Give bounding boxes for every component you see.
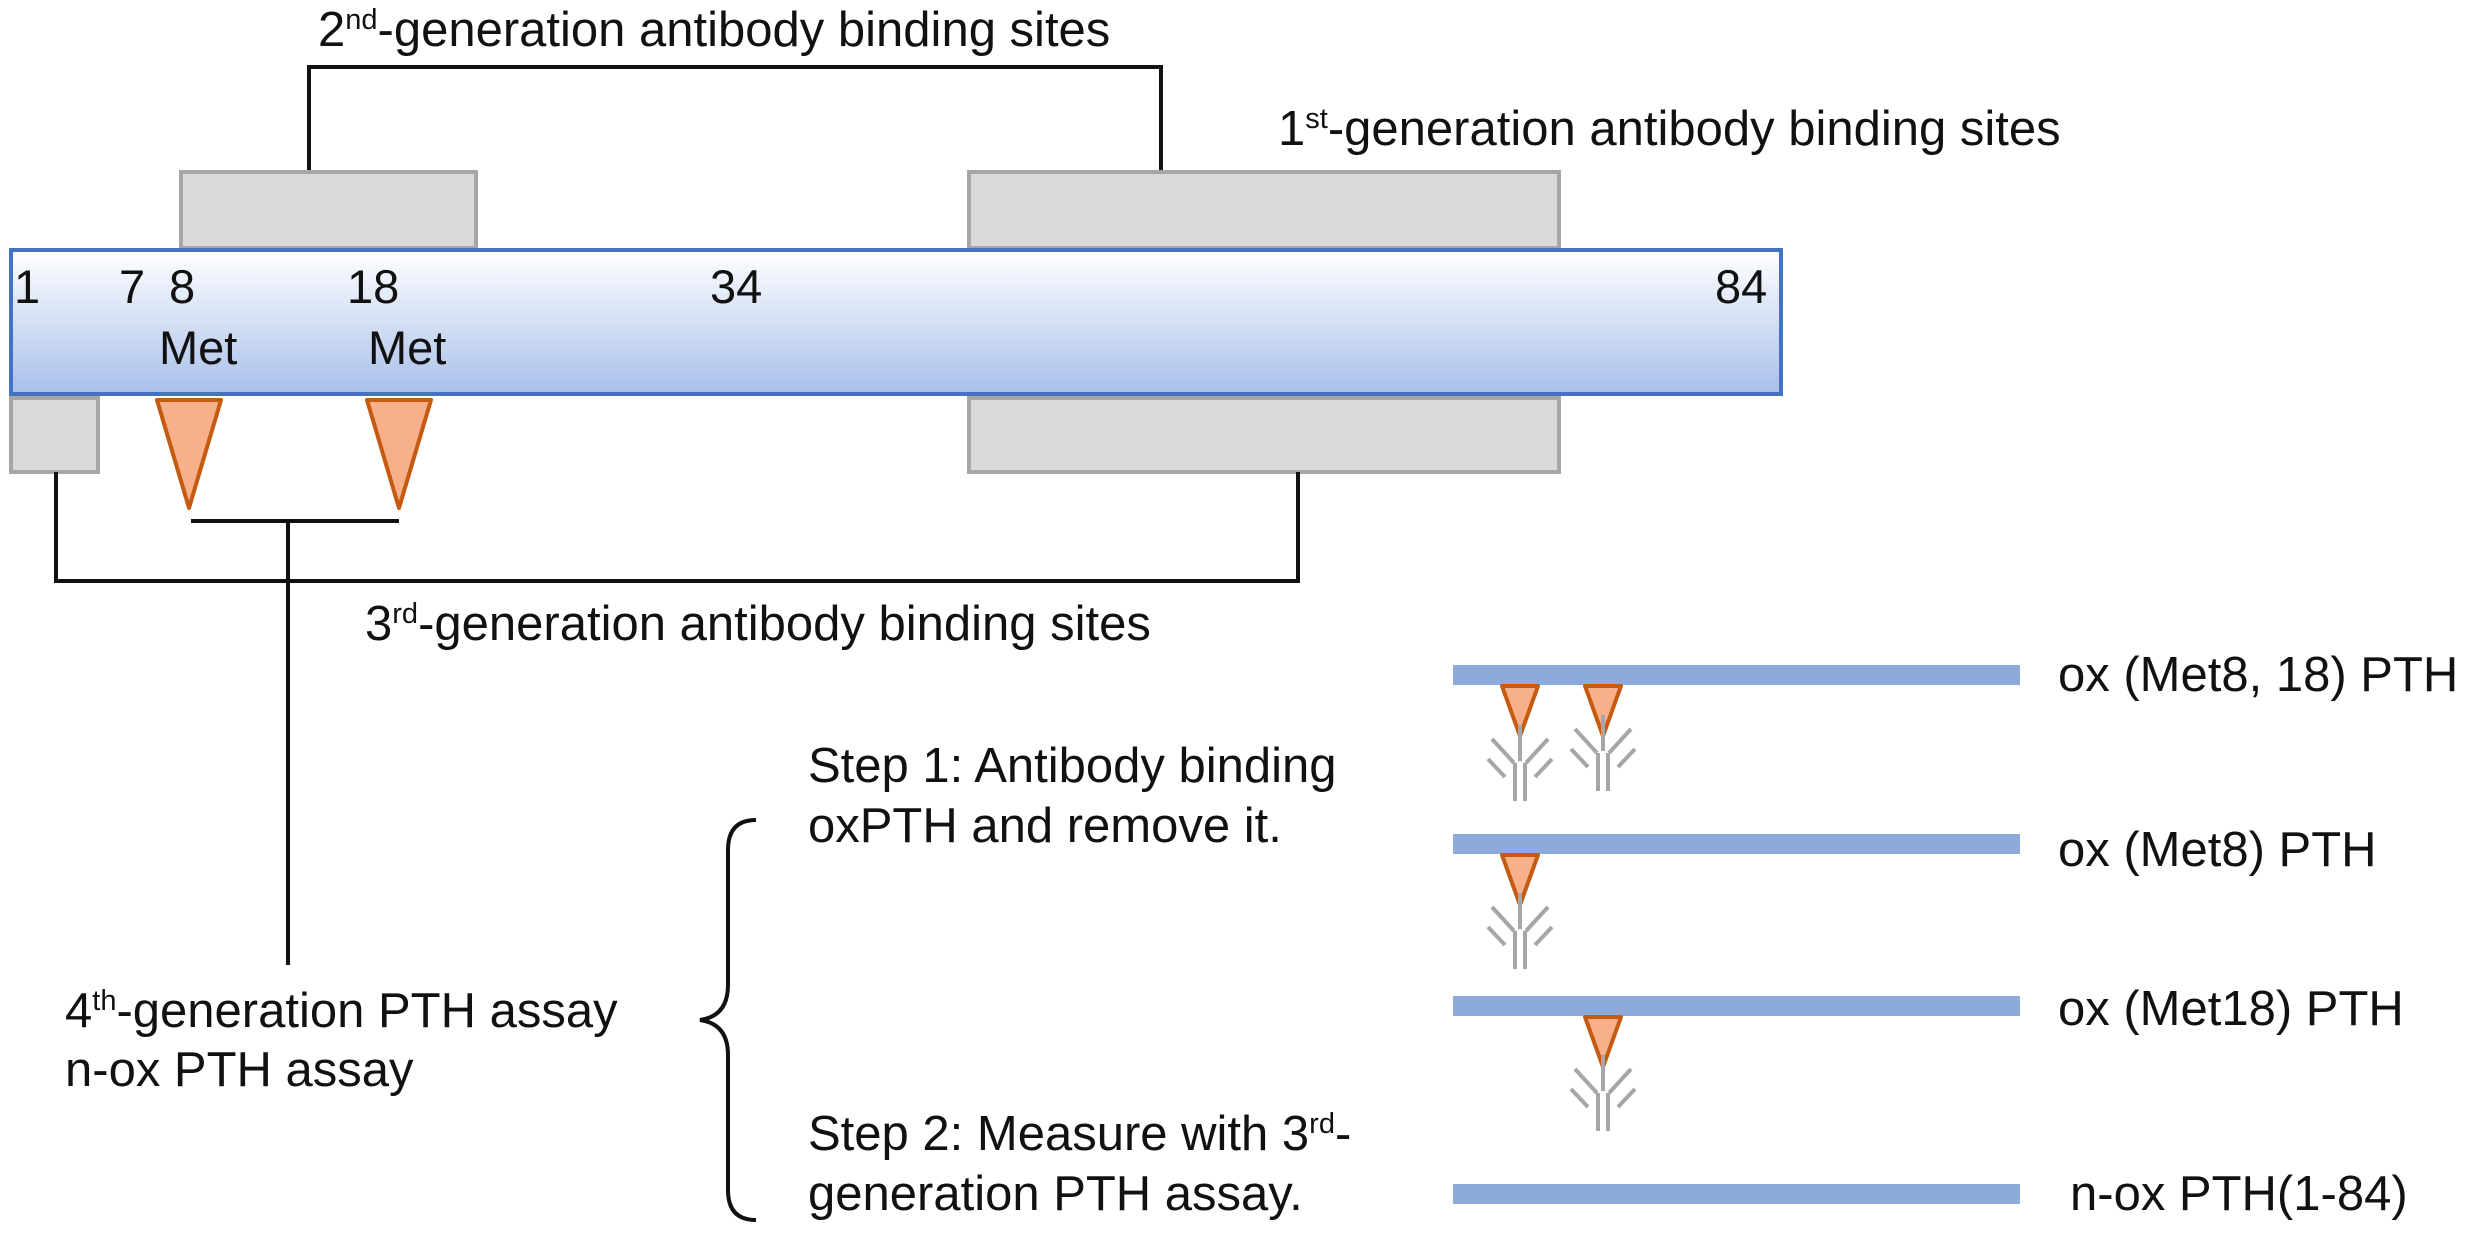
- position-7: 7: [119, 260, 145, 313]
- fourth-generation-connector: [191, 519, 399, 965]
- form-label-ox-met8: ox (Met8) PTH: [2058, 823, 2377, 877]
- position-1: 1: [14, 260, 40, 313]
- met-8-label: Met: [159, 321, 237, 374]
- fourth-generation-label: 4th-generation PTH assay: [65, 984, 618, 1038]
- antibody-icon: [1486, 891, 1554, 971]
- step1-line2: oxPTH and remove it.: [808, 799, 1282, 853]
- step2-line1: Step 2: Measure with 3rd-: [808, 1107, 1351, 1161]
- strand-ox-met8: [1453, 834, 2020, 854]
- binding-box-c-terminal-upper: [967, 170, 1561, 250]
- antibody-icon: [1569, 1053, 1637, 1133]
- step2-line2: generation PTH assay.: [808, 1167, 1303, 1221]
- binding-box-c-terminal-lower: [967, 396, 1561, 474]
- form-label-ox-met18: ox (Met18) PTH: [2058, 982, 2404, 1036]
- antibody-icon: [1486, 723, 1554, 803]
- n-ox-assay-label: n-ox PTH assay: [65, 1043, 414, 1097]
- binding-box-n-terminal-lower: [9, 396, 100, 474]
- oxidation-marker-met8: [155, 398, 223, 510]
- oxidation-marker: [1583, 684, 1623, 738]
- antibody-icon: [1569, 713, 1637, 793]
- second-generation-label: 2nd-generation antibody binding sites: [318, 3, 1110, 57]
- form-label-n-ox: n-ox PTH(1-84): [2070, 1167, 2408, 1221]
- third-generation-label: 3rd-generation antibody binding sites: [365, 597, 1151, 651]
- third-generation-bracket: [54, 472, 1300, 583]
- position-84: 84: [1715, 260, 1767, 313]
- strand-ox-met8-18: [1453, 665, 2020, 685]
- position-34: 34: [710, 260, 762, 313]
- strand-ox-met18: [1453, 996, 2020, 1016]
- strand-n-ox: [1453, 1184, 2020, 1204]
- step1-line1: Step 1: Antibody binding: [808, 739, 1337, 793]
- binding-box-n-terminal-upper: [179, 170, 478, 250]
- oxidation-marker-met18: [365, 398, 433, 510]
- met-18-label: Met: [368, 321, 446, 374]
- pth-peptide-bar: [9, 248, 1783, 396]
- position-8: 8: [169, 260, 195, 313]
- first-generation-label: 1st-generation antibody binding sites: [1278, 102, 2061, 156]
- steps-curly-brace: [699, 818, 757, 1222]
- position-18: 18: [347, 260, 399, 313]
- oxidation-marker: [1500, 853, 1540, 907]
- second-generation-bracket: [307, 65, 1163, 170]
- form-label-ox-met8-18: ox (Met8, 18) PTH: [2058, 648, 2458, 702]
- oxidation-marker: [1500, 684, 1540, 738]
- oxidation-marker: [1583, 1015, 1623, 1069]
